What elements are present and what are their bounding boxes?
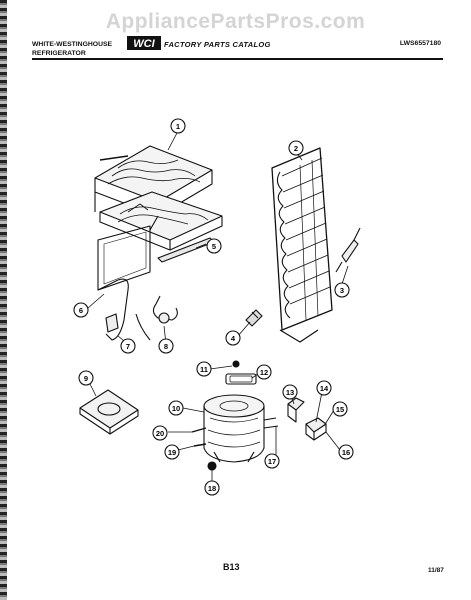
- callout-9: 9: [78, 370, 94, 386]
- callout-1: 1: [170, 118, 186, 134]
- brand-line-2: REFRIGERATOR: [32, 50, 86, 57]
- callout-5: 5: [206, 238, 222, 254]
- catalog-date: 11/87: [428, 567, 444, 574]
- mounting-plate: [79, 389, 139, 435]
- callout-11: 11: [196, 361, 212, 377]
- callout-14: 14: [316, 380, 332, 396]
- svg-text:19: 19: [168, 448, 176, 457]
- model-number: LWS6557180: [399, 40, 441, 47]
- callout-16: 16: [338, 444, 354, 460]
- svg-text:16: 16: [342, 448, 350, 457]
- svg-text:14: 14: [320, 384, 329, 393]
- svg-text:8: 8: [164, 342, 168, 351]
- callout-13: 13: [282, 384, 298, 400]
- callout-4: 4: [225, 330, 241, 346]
- drip-trough: [157, 237, 215, 263]
- logo-text: WCI: [133, 38, 155, 50]
- svg-text:13: 13: [286, 388, 294, 397]
- svg-text:9: 9: [84, 374, 88, 383]
- evaporator-plate-lower: [99, 191, 223, 251]
- callout-7: 7: [120, 338, 136, 354]
- svg-text:20: 20: [156, 429, 164, 438]
- catalog-title: FACTORY PARTS CATALOG: [164, 40, 271, 49]
- callout-18: 18: [204, 480, 220, 496]
- leader-lines: [87, 132, 349, 484]
- overload-protector: [305, 417, 327, 441]
- callout-3: 3: [334, 282, 350, 298]
- svg-text:1: 1: [176, 122, 180, 131]
- relay: [287, 397, 305, 423]
- callout-10: 10: [168, 400, 184, 416]
- callout-15: 15: [332, 401, 348, 417]
- thermostat: [152, 295, 178, 324]
- callout-6: 6: [73, 302, 89, 318]
- callout-19: 19: [164, 444, 180, 460]
- callout-8: 8: [158, 338, 174, 354]
- svg-text:3: 3: [340, 286, 344, 295]
- wci-logo: WCI: [127, 36, 161, 50]
- evaporator-frame: [94, 192, 159, 291]
- svg-text:10: 10: [172, 404, 180, 413]
- svg-text:4: 4: [231, 334, 236, 343]
- svg-text:15: 15: [336, 405, 344, 414]
- wiring-harness: [97, 278, 151, 341]
- callout-12: 12: [256, 364, 272, 380]
- page-code: B13: [223, 562, 240, 572]
- watermark: AppliancePartsPros.com: [105, 10, 366, 33]
- grommet-ring: [225, 373, 257, 385]
- brand-block: WHITE-WESTINGHOUSE REFRIGERATOR: [32, 40, 112, 58]
- svg-text:6: 6: [79, 306, 83, 315]
- condenser-coil: [271, 147, 333, 343]
- svg-text:17: 17: [268, 457, 276, 466]
- callout-17: 17: [264, 453, 280, 469]
- scan-edge: [0, 0, 7, 600]
- compressor: [203, 394, 279, 463]
- washer-11: [232, 360, 240, 368]
- header-rule: [32, 58, 443, 60]
- svg-text:5: 5: [212, 242, 216, 251]
- svg-text:12: 12: [260, 368, 268, 377]
- svg-text:18: 18: [208, 484, 216, 493]
- callout-labels: 1 2 3 4 5 6 7 8 9 10 11 12 13 14 15 16 1…: [73, 118, 354, 496]
- drier: [335, 227, 361, 273]
- svg-text:7: 7: [126, 342, 130, 351]
- svg-text:2: 2: [294, 144, 298, 153]
- brand-line-1: WHITE-WESTINGHOUSE: [32, 41, 113, 48]
- callout-20: 20: [152, 425, 168, 441]
- callout-2: 2: [288, 140, 304, 156]
- svg-text:11: 11: [200, 365, 208, 374]
